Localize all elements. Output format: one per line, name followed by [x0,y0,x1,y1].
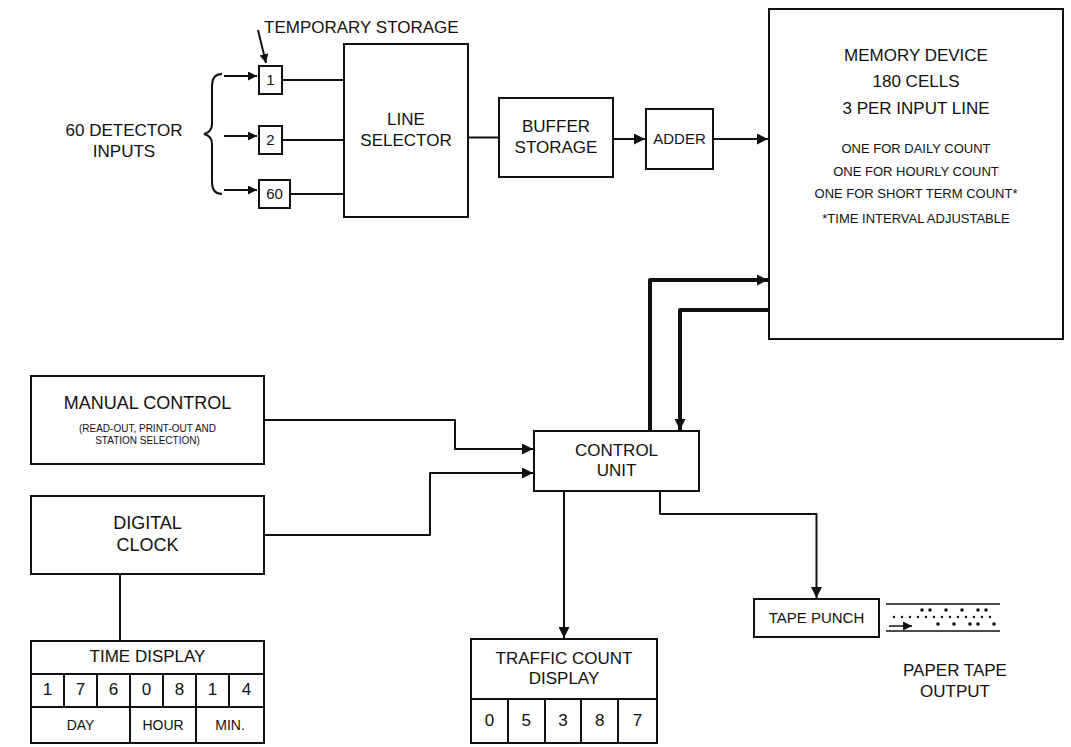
control-box: MANUAL CONTROL (READ-OUT, PRINT-OUT AND S… [30,375,265,465]
process-box: ADDER [645,108,714,170]
box-note: 3 PER INPUT LINE [842,99,989,119]
storage-cell: 2 [258,125,283,155]
box-label: 60 [266,185,283,203]
callout-label: 60 DETECTOR INPUTS [50,120,198,163]
box-label: MEMORY DEVICE [844,46,988,66]
display-cell: 3 [546,700,583,742]
box-note: ONE FOR HOURLY COUNT [833,164,999,180]
display-cell: 1 [32,675,65,708]
display-cell: 0 [131,675,164,708]
tape-direction-arrow [889,625,912,627]
box-label: ADDER [653,130,706,148]
display-value: MIN. [215,717,245,734]
connector [614,138,645,140]
box-label: 1 [266,71,274,89]
display-value: 1 [208,680,217,700]
box-label: CONTROL UNIT [567,441,667,482]
connector [563,492,565,638]
display-title: TRAFFIC COUNT DISPLAY [489,649,639,690]
storage-cell: 60 [258,179,291,209]
clock-box: DIGITAL CLOCK [30,495,265,575]
tape-edge [886,630,1000,632]
display-cell: 5 [509,700,546,742]
input-arrow [224,189,257,191]
display-cell: 4 [230,675,263,708]
control-box: CONTROL UNIT [533,430,700,492]
display-value: 6 [109,680,118,700]
connector [283,79,343,81]
callout-label: PAPER TAPE OUTPUT [885,660,1025,703]
box-note: 180 CELLS [873,72,960,92]
display-value: 8 [175,680,184,700]
tape-edge [886,603,1000,605]
display-value: 0 [142,680,151,700]
display-panel: TIME DISPLAY1760814DAYHOURMIN. [30,640,265,744]
connector [680,310,768,430]
memory-box: MEMORY DEVICE 180 CELLS 3 PER INPUT LINE ON… [768,8,1064,340]
box-note: ONE FOR SHORT TERM COUNT* [815,186,1018,202]
box-label: BUFFER STORAGE [506,117,606,158]
connector [660,492,817,598]
display-cell: 7 [619,700,656,742]
display-cell: 7 [65,675,98,708]
display-value: 4 [242,680,251,700]
connector [469,137,498,139]
display-cell: DAY [32,708,131,742]
display-value: 7 [76,680,85,700]
display-value: 1 [43,680,52,700]
display-value: 3 [558,711,567,731]
display-cell: TIME DISPLAY [32,642,263,675]
display-panel: TRAFFIC COUNT DISPLAY 0 5 3 8 7 [470,638,658,744]
connector [714,138,768,140]
display-cell: 0 [472,700,509,742]
connector [283,139,343,141]
input-bracket [204,74,222,194]
display-cell: 8 [582,700,619,742]
display-cell: 6 [98,675,131,708]
connector [265,473,533,535]
box-label: MANUAL CONTROL [64,393,231,415]
process-box: BUFFER STORAGE [498,97,614,178]
display-value: 8 [595,711,604,731]
display-value: HOUR [142,717,183,734]
display-value: DAY [67,717,95,734]
input-arrow [224,75,257,77]
callout-label: TEMPORARY STORAGE [264,17,524,38]
display-cell: TRAFFIC COUNT DISPLAY [472,640,656,700]
storage-cell: 1 [258,65,283,95]
box-label: TAPE PUNCH [769,609,865,627]
tape-holes [893,608,996,626]
box-label: 2 [266,131,274,149]
connector [119,575,121,640]
display-value: 5 [521,711,530,731]
box-label: DIGITAL CLOCK [98,513,198,556]
process-box: LINE SELECTOR [343,43,469,218]
paper-tape [886,604,1000,631]
box-label: LINE SELECTOR [351,110,461,151]
display-value: 7 [633,711,642,731]
display-cell: 8 [164,675,197,708]
box-note: (READ-OUT, PRINT-OUT AND STATION SELECTI… [73,423,223,447]
display-value: 0 [485,711,494,731]
display-cell: 1 [197,675,230,708]
display-cell: HOUR [131,708,197,742]
display-cell: MIN. [197,708,263,742]
output-box: TAPE PUNCH [753,598,880,638]
display-title: TIME DISPLAY [90,647,206,667]
connector [650,280,768,430]
box-note: *TIME INTERVAL ADJUSTABLE [822,211,1009,227]
box-note: ONE FOR DAILY COUNT [841,141,990,157]
connector [291,193,343,195]
input-arrow [224,135,257,137]
connector [265,420,533,449]
